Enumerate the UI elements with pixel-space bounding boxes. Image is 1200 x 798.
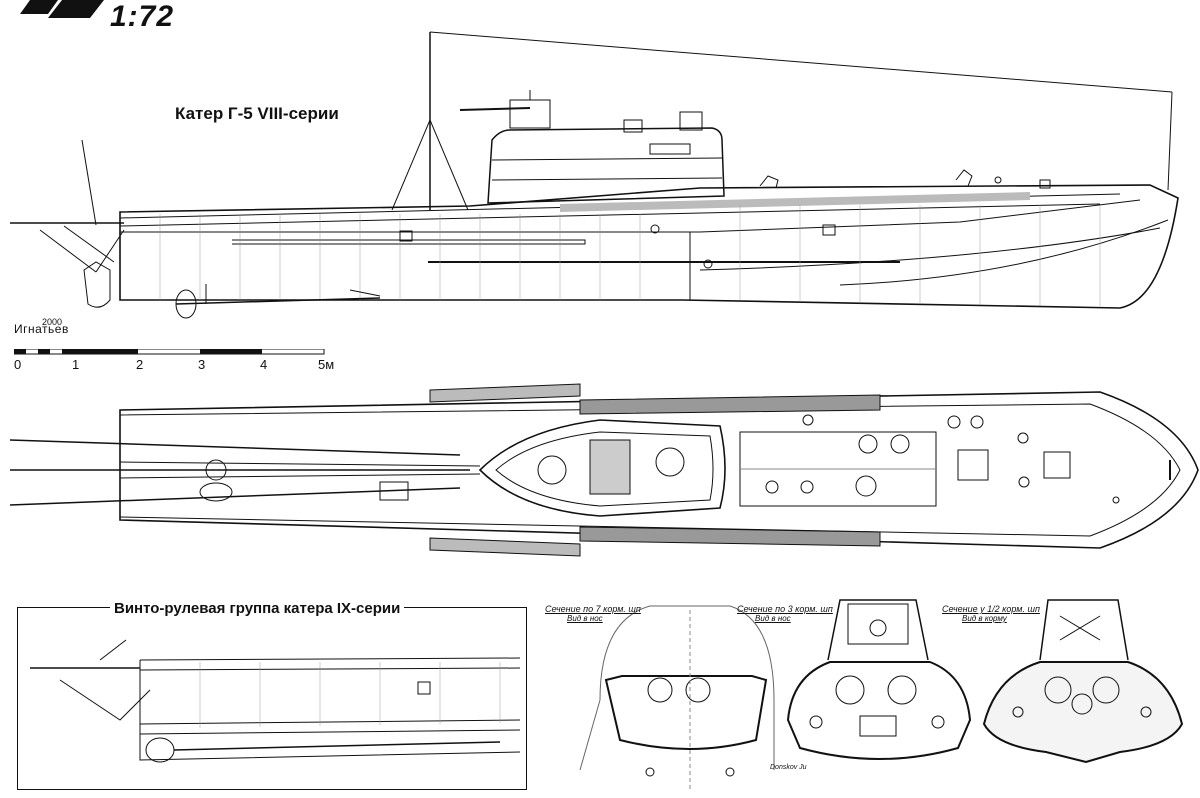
scale-ratio: 1:72: [110, 0, 175, 33]
ix-inset-frame: [17, 607, 527, 790]
author-name: Игнатьев: [14, 322, 69, 336]
section-subtitle: Вид в нос: [755, 614, 791, 623]
section-title: Сечение по 3 корм. шп: [737, 604, 833, 614]
side-view-wheelhouse: [459, 90, 725, 204]
scale-tick: 0: [14, 357, 22, 372]
scale-tick: 2: [136, 357, 144, 372]
ix-inset-title: Винто-рулевая группа катера IX-серии: [110, 600, 405, 617]
section-frame-3: [786, 599, 972, 760]
section-caption: Сечение по 7 корм. шп Вид в нос: [545, 604, 641, 623]
section-subtitle: Вид в нос: [567, 614, 603, 623]
side-view-hull: [10, 31, 1179, 309]
section-frame-half: [982, 599, 1184, 764]
scale-tick: 5м: [318, 357, 335, 372]
section-frame-7: [579, 605, 775, 790]
section-caption: Сечение по 3 корм. шп Вид в нос: [737, 604, 833, 623]
scale-bar: 0 1 2 3 4 5м: [14, 349, 334, 373]
top-view-hull: [9, 383, 1199, 557]
section-caption: Сечение у 1/2 корм. шп Вид в корму: [942, 604, 1040, 623]
section-title: Сечение у 1/2 корм. шп: [942, 604, 1040, 614]
scale-tick: 4: [260, 357, 268, 372]
magazine-logo: [20, 0, 104, 18]
side-view-title: Катер Г-5 VIII-серии: [175, 104, 339, 123]
signature: Donskov Ju: [770, 764, 807, 771]
scale-tick: 3: [198, 357, 206, 372]
section-subtitle: Вид в корму: [962, 614, 1007, 623]
side-view-propeller: [83, 261, 381, 319]
section-title: Сечение по 7 корм. шп: [545, 604, 641, 614]
author-credit: 2000 Игнатьев: [14, 317, 69, 338]
ix-inset-drawing: [30, 639, 521, 763]
scale-bar-graphic: [14, 349, 325, 355]
author-year: 2000: [42, 317, 63, 327]
scale-tick: 1: [72, 357, 80, 372]
